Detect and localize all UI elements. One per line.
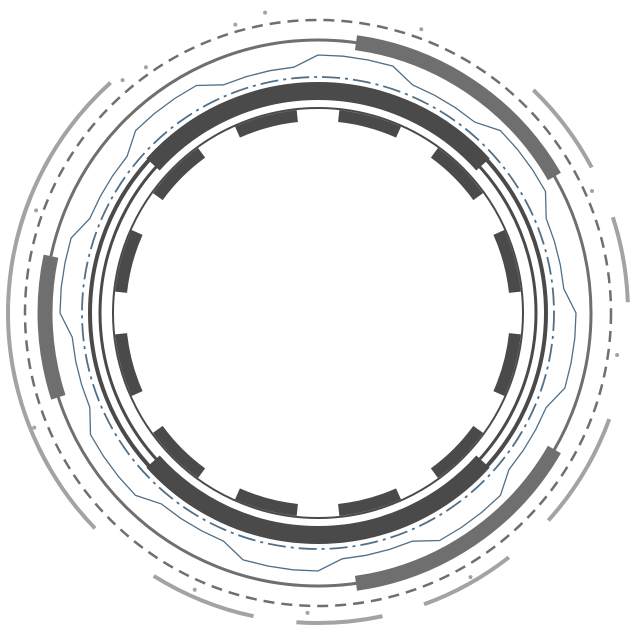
outer-dot	[263, 10, 268, 15]
inner-block-segment	[430, 147, 484, 201]
inner-block-segment	[235, 110, 299, 138]
dark-band-segment	[146, 81, 490, 171]
outer-dot	[192, 587, 197, 592]
circuit-ring-line	[59, 54, 577, 572]
outer-dot	[32, 425, 37, 430]
inner-block-segment	[337, 488, 401, 516]
outer-arc-fragment	[37, 448, 97, 530]
outer-thick-segment	[37, 254, 66, 400]
inner-thin-ring	[112, 107, 524, 519]
inner-block-segment	[152, 425, 206, 479]
outer-thick-segment	[354, 35, 561, 181]
outer-arc-fragment	[296, 614, 383, 625]
outer-arc-fragment	[6, 302, 20, 389]
outer-dot	[615, 353, 620, 358]
outer-arc-fragment	[531, 88, 594, 169]
inner-block-segment	[493, 332, 521, 396]
outer-arc-fragment	[42, 81, 112, 169]
outer-arc-fragment	[15, 157, 52, 239]
dark-band-segment	[146, 455, 490, 545]
outer-arc-fragment	[423, 555, 511, 607]
inner-block-segment	[152, 147, 206, 201]
inner-block-segment	[493, 230, 521, 294]
outer-thick-segment	[354, 445, 561, 591]
outer-dot	[233, 22, 238, 27]
outer-arc-fragment	[610, 216, 630, 303]
outer-dot	[120, 78, 125, 83]
inner-block-segment	[337, 110, 401, 138]
outer-dot	[143, 65, 148, 70]
outer-dot	[590, 188, 595, 193]
inner-block-segment	[115, 332, 143, 396]
outer-dot	[468, 575, 473, 580]
inner-block-segment	[235, 488, 299, 516]
inner-block-segment	[430, 425, 484, 479]
outer-dot	[419, 27, 424, 32]
dash-dot-ring	[81, 76, 555, 550]
outer-dashed-ring	[23, 18, 613, 608]
outer-arc-fragment	[546, 418, 612, 522]
outer-dot	[305, 610, 310, 615]
outer-arc-fragment	[152, 574, 254, 619]
outer-dot	[34, 208, 39, 213]
inner-block-segment	[115, 230, 143, 294]
